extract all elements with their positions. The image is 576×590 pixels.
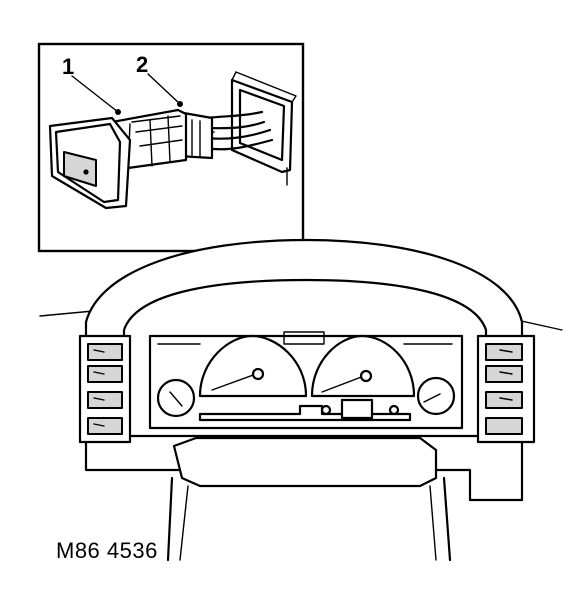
- switch-face: [48, 116, 132, 210]
- callout-2: 2: [136, 52, 148, 77]
- speedometer: [198, 334, 308, 398]
- leader-dot-1: [115, 109, 121, 115]
- switch-left-4: [87, 417, 123, 435]
- switch-right-1: [485, 343, 523, 361]
- callout-1: 1: [62, 54, 74, 79]
- switch-right-3: [485, 391, 523, 409]
- indicator-dot-left: [320, 404, 332, 416]
- temp-gauge: [416, 376, 456, 416]
- fuel-gauge: [156, 378, 196, 418]
- column-shroud: [172, 436, 438, 488]
- leader-line-2: [147, 73, 181, 105]
- switch-pack-left: [78, 334, 132, 444]
- indicator-dot-right: [388, 404, 400, 416]
- odometer-display: [340, 398, 374, 420]
- figure-reference: M86 4536: [56, 538, 158, 563]
- switch-right-2: [485, 365, 523, 383]
- inset-detail: 1 2: [37, 42, 305, 253]
- mounting-panel: [230, 71, 297, 186]
- steering-column-inner: [179, 485, 437, 561]
- switch-left-1: [87, 343, 123, 361]
- gauge-panel-top-strip: [157, 331, 453, 345]
- steering-column-left: [166, 476, 174, 562]
- switch-pack-right: [476, 334, 536, 444]
- switch-left-2: [87, 365, 123, 383]
- steering-column-right: [442, 476, 452, 562]
- leader-line-1: [71, 75, 119, 113]
- leader-dot-2: [177, 101, 183, 107]
- switch-body: [110, 108, 188, 170]
- instrument-cluster: [39, 238, 563, 562]
- switch-right-4: [485, 417, 523, 435]
- switch-left-3: [87, 391, 123, 409]
- tachometer: [310, 334, 416, 398]
